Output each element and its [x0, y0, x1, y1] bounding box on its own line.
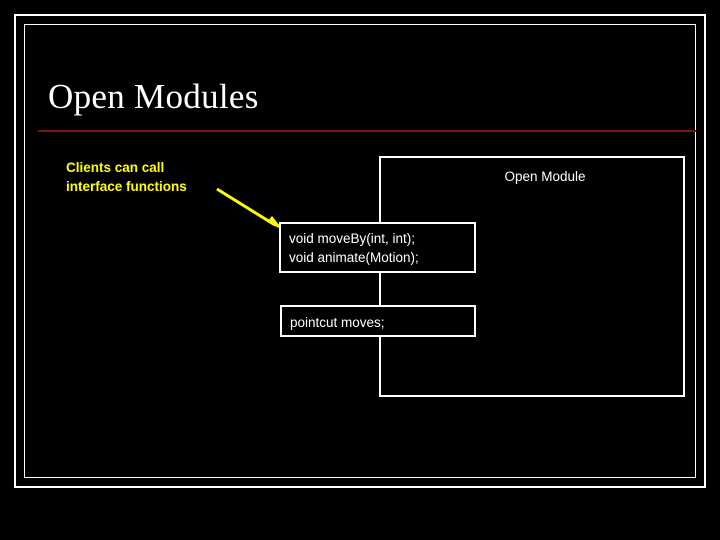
title-divider: [38, 130, 696, 132]
interface-methods-box: void moveBy(int, int); void animate(Moti…: [279, 222, 476, 273]
callout-line-2: interface functions: [66, 179, 187, 194]
page-title: Open Modules: [48, 77, 259, 116]
callout-line-1: Clients can call: [66, 160, 165, 175]
open-module-rectangle: [379, 156, 685, 397]
pointcut-box: pointcut moves;: [280, 305, 476, 337]
callout-text: Clients can call interface functions: [66, 158, 276, 196]
method-line-2: void animate(Motion);: [289, 250, 419, 265]
method-line-1: void moveBy(int, int);: [289, 231, 416, 246]
open-module-label: Open Module: [504, 169, 586, 184]
pointcut-line-1: pointcut moves;: [290, 315, 385, 330]
